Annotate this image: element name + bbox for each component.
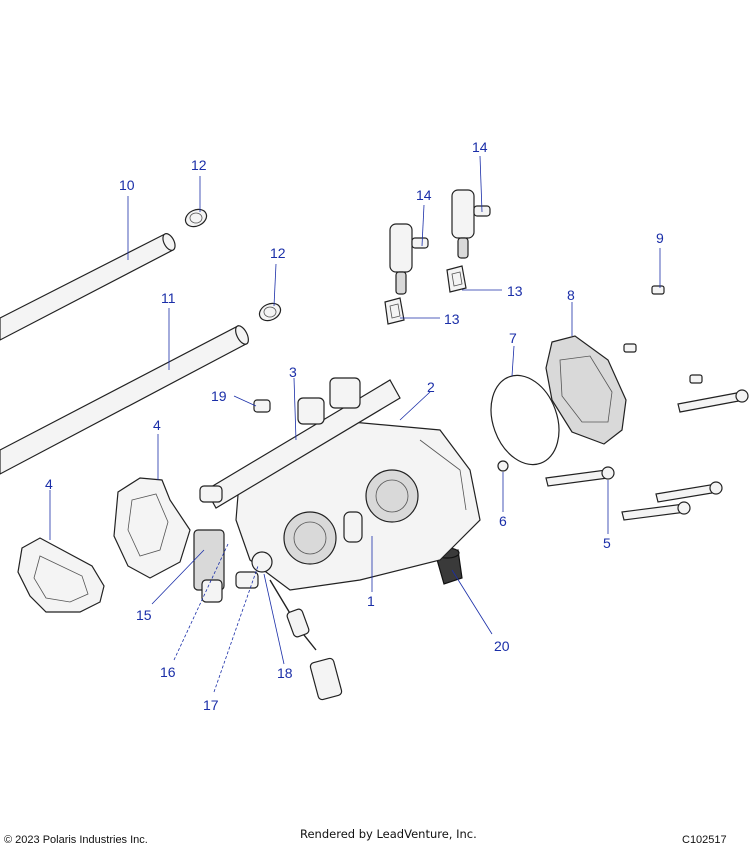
callout-16: 16 xyxy=(160,664,176,680)
plate-screw-2 xyxy=(689,374,703,384)
callout-7: 7 xyxy=(509,330,517,346)
injector-clip-13a xyxy=(384,297,405,325)
callout-1: 1 xyxy=(367,593,375,609)
figure-id-text: C102517 xyxy=(682,834,727,846)
bolt-5d xyxy=(621,501,691,521)
sensor-15-16 xyxy=(193,529,225,603)
plug-6 xyxy=(497,460,509,472)
fuel-injector-14b xyxy=(451,189,491,259)
fuel-rail-3 xyxy=(199,377,401,509)
callout-13b: 13 xyxy=(444,311,460,327)
screw-19 xyxy=(253,399,271,413)
plate-screw xyxy=(623,343,637,353)
callout-19: 19 xyxy=(211,388,227,404)
fuel-tube-11 xyxy=(0,325,249,475)
injector-clip-13b xyxy=(446,265,467,293)
callout-20: 20 xyxy=(494,638,510,654)
bolt-5c xyxy=(655,481,723,503)
wire-harness xyxy=(269,579,343,701)
o-ring-7 xyxy=(490,374,560,466)
callout-8: 8 xyxy=(567,287,575,303)
bolt-5a xyxy=(677,389,749,413)
hose-clamp-12a xyxy=(184,208,208,228)
callout-18: 18 xyxy=(277,665,293,681)
callout-12b: 12 xyxy=(270,245,286,261)
callout-2: 2 xyxy=(427,379,435,395)
callout-3: 3 xyxy=(289,364,297,380)
fuel-tube-10 xyxy=(0,233,176,341)
callout-15: 15 xyxy=(136,607,152,623)
callout-4b: 4 xyxy=(45,476,53,492)
callout-17: 17 xyxy=(203,697,219,713)
callout-14b: 14 xyxy=(416,187,432,203)
cover-plate-8 xyxy=(545,335,627,445)
rendered-by-text: Rendered by LeadVenture, Inc. xyxy=(300,827,477,841)
callout-4a: 4 xyxy=(153,417,161,433)
callout-5: 5 xyxy=(603,535,611,551)
bolt-5b xyxy=(545,466,615,487)
callout-9: 9 xyxy=(656,230,664,246)
callout-14a: 14 xyxy=(472,139,488,155)
fuel-injector-14a xyxy=(389,223,429,295)
callout-10: 10 xyxy=(119,177,135,193)
throttle-body-1 xyxy=(235,419,481,591)
gasket-4-right xyxy=(113,477,191,579)
callout-12a: 12 xyxy=(191,157,207,173)
screw-9 xyxy=(651,285,665,295)
callout-13a: 13 xyxy=(507,283,523,299)
callout-6: 6 xyxy=(499,513,507,529)
callout-11: 11 xyxy=(161,290,176,306)
sensor-17-18 xyxy=(235,551,273,589)
hose-clamp-12b xyxy=(258,302,282,322)
copyright-text: © 2023 Polaris Industries Inc. xyxy=(4,834,148,846)
gasket-4-left xyxy=(17,537,105,613)
